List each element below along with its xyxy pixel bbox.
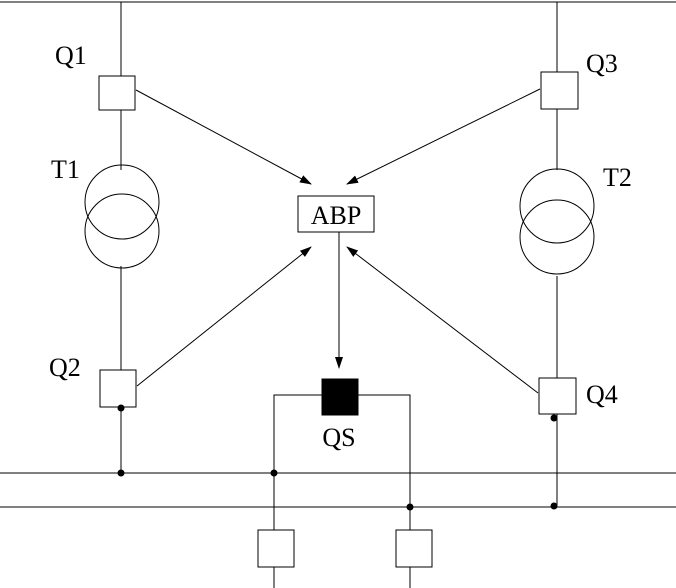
junction-dot-right-bus [550, 502, 558, 510]
label-t1: T1 [51, 155, 80, 184]
arrow-q3-to-abp [346, 88, 541, 185]
transformer-t1-winding-lower [84, 193, 160, 269]
transformer-t1 [84, 164, 160, 269]
label-q2: Q2 [49, 353, 81, 382]
breaker-q4 [538, 377, 577, 415]
label-q1: Q1 [55, 41, 87, 70]
junction-dot-q4 [550, 414, 558, 422]
qs-right-connection [358, 394, 411, 507]
label-t2: T2 [603, 163, 632, 192]
label-q4: Q4 [586, 380, 618, 409]
junction-dot-left-bus [117, 469, 125, 477]
breaker-q2 [99, 369, 137, 408]
junction-dot-q2 [117, 404, 125, 412]
label-q3: Q3 [586, 49, 618, 78]
junction-dot-qs-left-bus [270, 469, 278, 477]
breaker-q3 [540, 71, 579, 110]
arrow-q4-to-abp [346, 246, 539, 394]
outgoing-breaker-left [257, 529, 295, 568]
label-abp: ABP [311, 201, 362, 230]
transformer-t2-winding-lower [519, 199, 595, 275]
qs-left-connection [273, 394, 322, 473]
outgoing-breaker-right [395, 529, 433, 568]
transformer-t2 [519, 168, 595, 275]
junction-dot-qs-right-bus [406, 503, 414, 511]
transformer-t2-winding-upper [519, 168, 595, 244]
sectional-breaker-qs [321, 378, 359, 416]
transformer-t1-winding-upper [84, 164, 160, 240]
label-qs: QS [322, 423, 355, 452]
breaker-q1 [98, 75, 136, 111]
arrow-q1-to-abp [135, 89, 312, 185]
abp-controller-box [297, 195, 375, 233]
arrow-q2-to-abp [136, 246, 312, 387]
